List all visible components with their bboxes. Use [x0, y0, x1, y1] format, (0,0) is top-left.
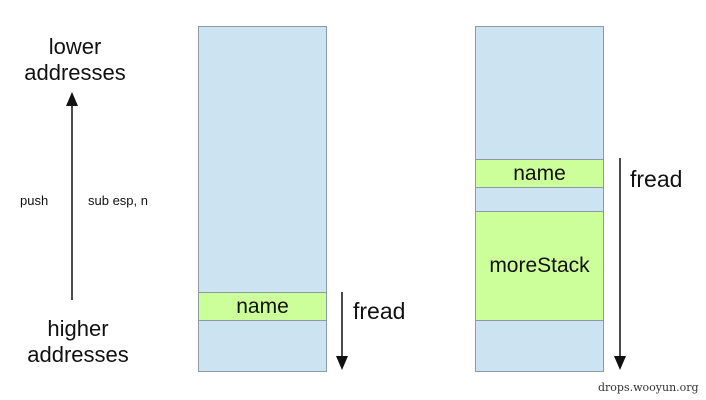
stack-b-fread-label: fread — [630, 166, 683, 192]
stack-b-name-buffer: name — [475, 159, 604, 188]
watermark-text: drops.wooyun.org — [598, 381, 699, 394]
stack-b-fread-arrow — [614, 158, 626, 370]
push-label: push — [20, 193, 49, 208]
stack-b-name-label: name — [513, 161, 566, 185]
lower-addresses-label: lower addresses — [20, 34, 130, 86]
stack-a-name-buffer: name — [198, 292, 327, 321]
sub-esp-label: sub esp, n — [88, 193, 148, 208]
higher-label-line2: addresses — [27, 342, 129, 367]
lower-label-line2: addresses — [24, 60, 126, 85]
higher-label-line1: higher — [47, 316, 109, 341]
higher-addresses-label: higher addresses — [18, 316, 138, 368]
stack-b-morestack-label: moreStack — [489, 254, 590, 277]
stack-a-name-label: name — [236, 294, 289, 318]
lower-label-line1: lower — [48, 34, 102, 59]
stack-b-morestack-buffer: moreStack — [475, 211, 604, 321]
stack-a-fread-label: fread — [353, 298, 406, 324]
stack-a-fread-arrow — [336, 292, 348, 370]
up-arrow — [66, 92, 78, 300]
